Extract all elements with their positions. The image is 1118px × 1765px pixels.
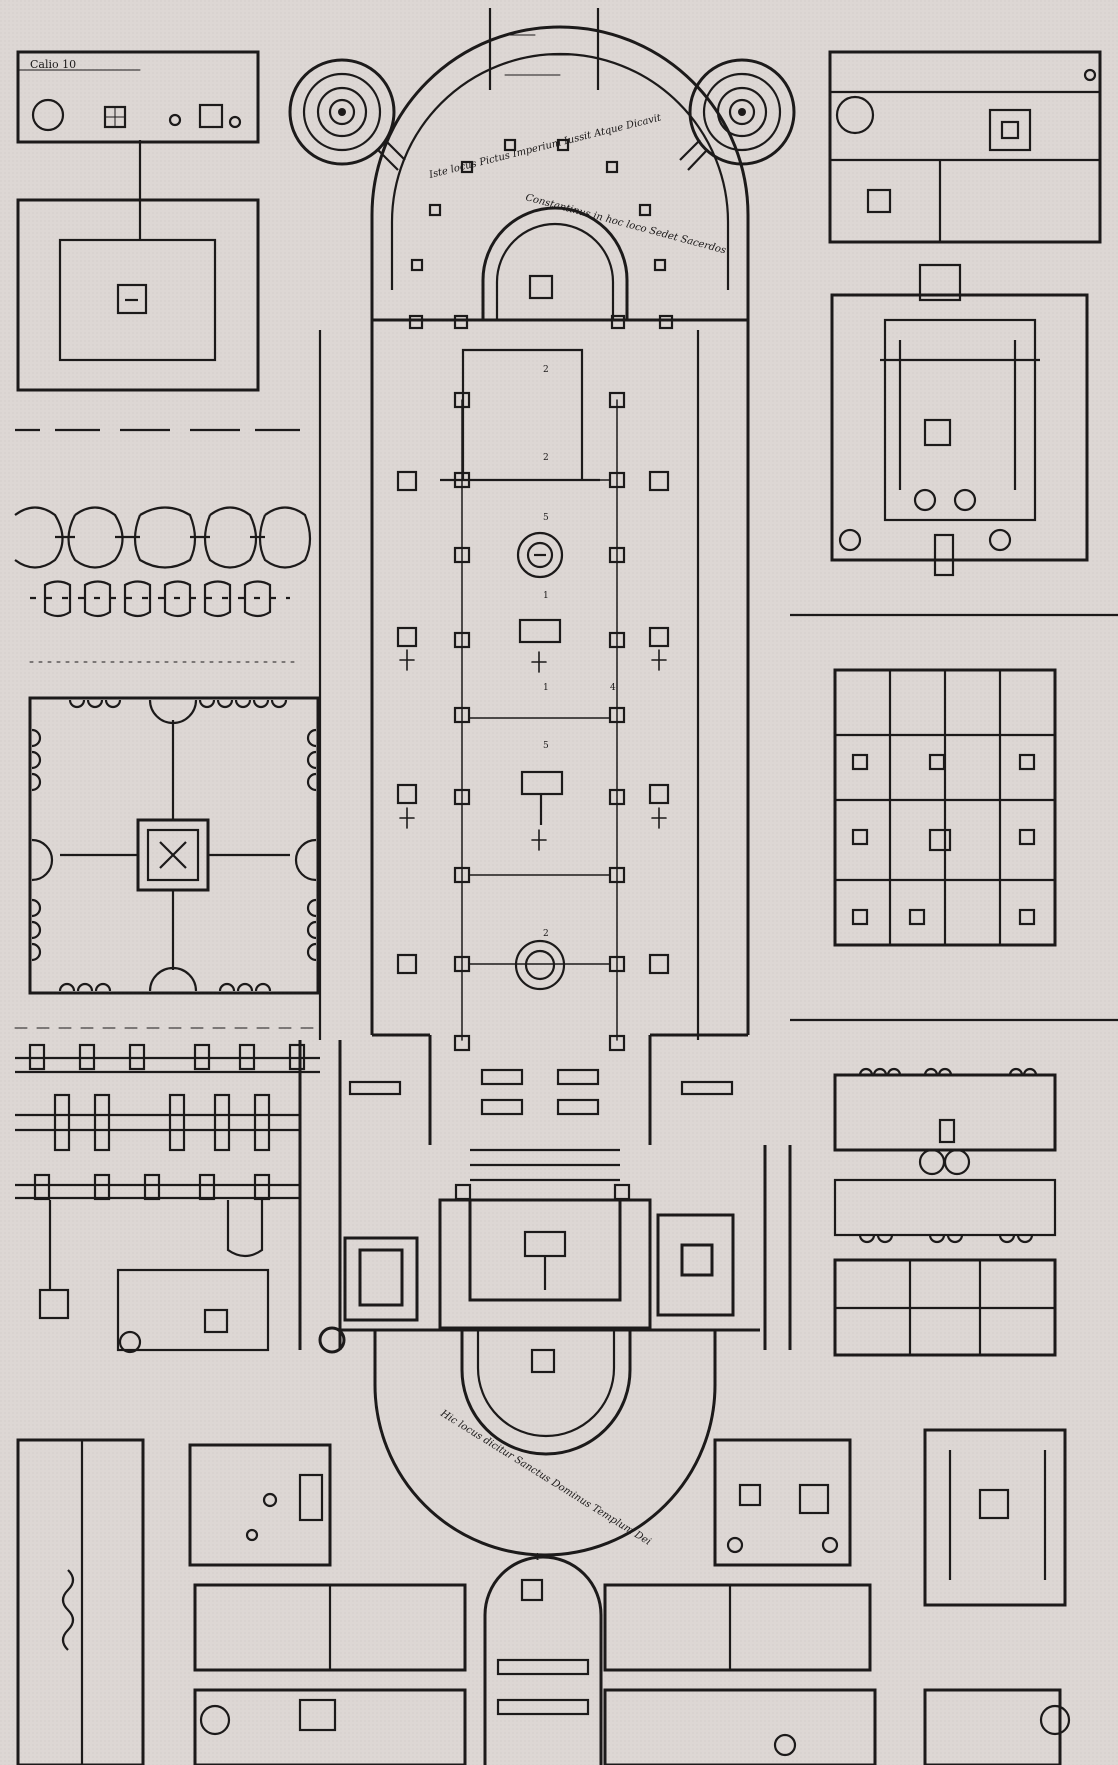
rotunda-left <box>288 58 406 171</box>
right-dormitory <box>833 668 1057 947</box>
aisle-number: 2 <box>543 453 549 463</box>
left-corridor <box>298 1040 419 1354</box>
lower-entrance <box>483 1555 603 1765</box>
aisle-number: 4 <box>610 683 616 693</box>
aisle-number: 5 <box>543 741 549 751</box>
apse-pillars <box>408 138 674 330</box>
nave-lines <box>461 399 618 1041</box>
lower-apse-outer <box>373 1330 717 1557</box>
bottom-left-buildings <box>16 1438 467 1765</box>
aisle-number: 5 <box>543 513 549 523</box>
apse-inner-wall <box>390 52 730 290</box>
lower-number: 4 <box>534 1553 540 1563</box>
aisle-number: 2 <box>543 929 549 939</box>
bottom-right-buildings <box>603 1428 1071 1765</box>
aisle-number: 2 <box>543 365 549 375</box>
lower-apse-inner <box>460 1328 632 1456</box>
barrel-row <box>14 506 312 569</box>
inner-apse <box>481 206 629 320</box>
right-palace <box>830 263 1089 577</box>
aisle-number: 1 <box>543 683 549 693</box>
rotunda-right <box>679 58 796 171</box>
choir <box>461 348 584 480</box>
font-upper <box>516 531 564 579</box>
right-corridor <box>656 1145 792 1350</box>
cloister <box>28 696 320 995</box>
stair-treads <box>470 1148 620 1182</box>
nave-altar-1 <box>518 618 562 644</box>
top-right-building <box>828 50 1102 244</box>
small-barrel-row <box>30 580 290 618</box>
altar-square <box>528 274 554 300</box>
right-kitchen <box>833 1067 1057 1357</box>
font-lower <box>514 939 566 991</box>
crosses <box>399 649 667 851</box>
top-left-building: Calio 10 <box>16 50 260 392</box>
aisle-number: 1 <box>543 591 549 601</box>
left-service-block <box>15 1043 320 1354</box>
choir-benches <box>348 1068 734 1116</box>
top-left-inscription: Calio 10 <box>30 58 76 71</box>
sanctuary <box>438 1183 652 1330</box>
aisle-chapels <box>396 470 670 975</box>
